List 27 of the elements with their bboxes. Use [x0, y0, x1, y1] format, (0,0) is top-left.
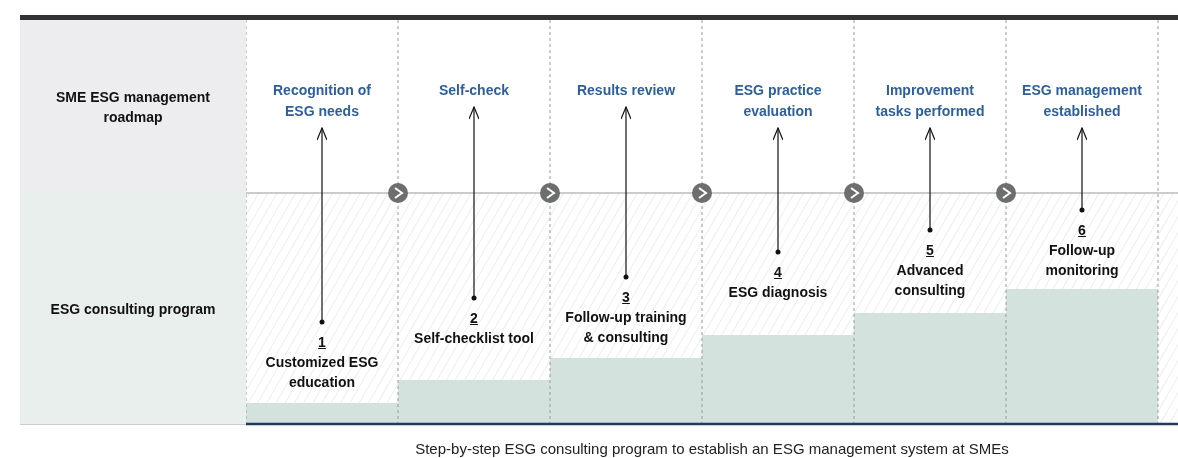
step-number: 6: [1078, 221, 1086, 240]
stage-heading: Self-check: [414, 80, 534, 101]
step-number: 4: [774, 263, 782, 282]
step-number: 5: [926, 241, 934, 260]
program-label: Customized ESG education: [264, 353, 380, 392]
program-label: Advanced consulting: [893, 261, 967, 300]
leader-arrow: [772, 127, 784, 255]
step-number: 2: [470, 309, 478, 328]
row-header: ESG consulting program: [20, 193, 246, 424]
stage-heading: Results review: [566, 80, 686, 101]
leader-arrow: [1076, 127, 1088, 213]
program-label: Follow-up training & consulting: [564, 308, 688, 347]
leader-arrow: [620, 106, 632, 280]
leader-arrow: [316, 127, 328, 325]
caption: Step-by-step ESG consulting program to establish an ESG management system at SMEs: [414, 440, 1010, 457]
step-number: 3: [622, 288, 630, 307]
leader-arrow: [924, 127, 936, 233]
step-number: 1: [318, 333, 326, 352]
row-header: SME ESG management roadmap: [20, 20, 246, 193]
program-label: Self-checklist tool: [414, 329, 534, 348]
stage-heading: ESG management established: [1022, 80, 1142, 122]
program-label: Follow-up monitoring: [1044, 241, 1120, 280]
leader-arrow: [468, 106, 480, 301]
stage-heading: ESG practice evaluation: [718, 80, 838, 122]
program-label: ESG diagnosis: [728, 283, 828, 302]
stage-heading: Improvement tasks performed: [870, 80, 990, 122]
stage-heading: Recognition of ESG needs: [262, 80, 382, 122]
